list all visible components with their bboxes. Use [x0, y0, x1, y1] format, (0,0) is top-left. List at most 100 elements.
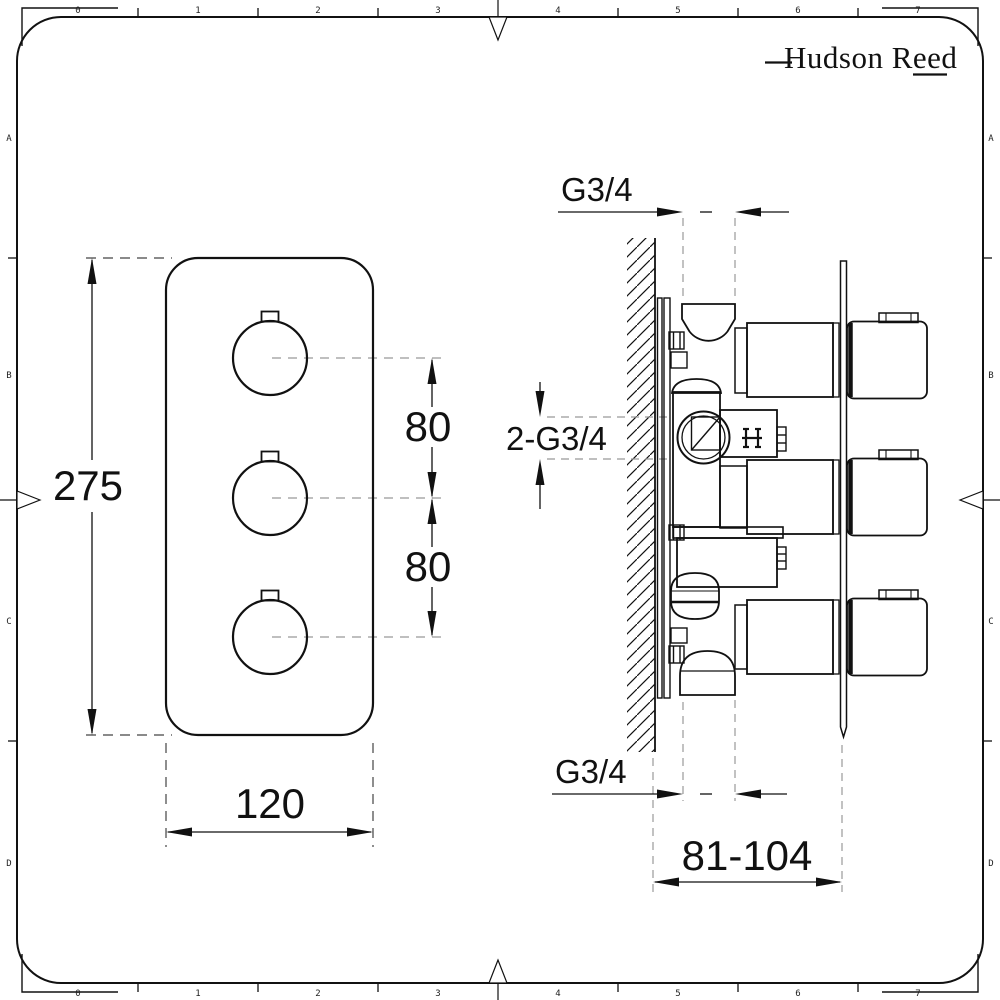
- cartridge-body: [746, 322, 834, 398]
- dim-label-81-104: 81-104: [682, 832, 813, 879]
- dim-label-80-bottom: 80: [405, 543, 452, 590]
- dim-label-2g34: 2-G3/4: [506, 420, 607, 457]
- dim-bottom-thread: G3/4: [552, 753, 787, 799]
- knob-bottom: [231, 589, 309, 676]
- dim-label-g34-bottom: G3/4: [555, 753, 627, 790]
- body-top-dome: [670, 378, 723, 394]
- handle-profile: [846, 597, 928, 677]
- body-side-fittings: [776, 426, 787, 570]
- wall-back-plate: [656, 297, 671, 699]
- wall-hatch: [627, 238, 655, 752]
- arrowhead-left: [166, 827, 192, 837]
- arrowhead-down: [535, 391, 545, 417]
- section-beam-symbol: [742, 427, 762, 449]
- bottom-ruler: 0 1 2 3 4 5 6 7: [75, 989, 920, 999]
- ruler-number: 7: [915, 6, 920, 16]
- knob-top: [231, 310, 309, 397]
- handle-middle: [846, 449, 928, 537]
- arrowhead-right: [657, 789, 683, 799]
- dim-spacing-80-bottom: 80: [405, 498, 452, 637]
- arrowhead-left: [653, 877, 679, 887]
- row-letter: D: [6, 859, 11, 869]
- cartridge-ridge: [832, 322, 840, 398]
- body-lower-block: [676, 537, 778, 588]
- row-letter: D: [988, 859, 993, 869]
- arrowhead-down: [427, 472, 437, 498]
- port-circle-outer: [676, 410, 731, 465]
- dim-label-g34-top: G3/4: [561, 171, 633, 208]
- ruler-number: 7: [915, 989, 920, 999]
- brand-logo: Hudson Reed: [765, 40, 957, 76]
- dim-top-thread: G3/4: [558, 171, 789, 217]
- right-row-labels: A B C D: [988, 134, 994, 869]
- dim-width-120: 120: [166, 780, 373, 837]
- row-letter: C: [988, 617, 993, 627]
- cartridge-body: [746, 459, 834, 535]
- row-letter: A: [988, 134, 994, 144]
- top-pipe-elbow: [681, 303, 736, 342]
- extension-dashed-lines: [86, 257, 374, 847]
- knob-indicator-tab: [260, 589, 280, 602]
- dim-spacing-80-top: 80: [405, 358, 452, 498]
- trim-plate: [164, 256, 375, 737]
- arrowhead-down: [87, 709, 97, 735]
- ruler-number: 3: [435, 6, 440, 16]
- handle-profile: [846, 320, 928, 400]
- dim-outlet-threads: 2-G3/4: [506, 382, 607, 509]
- row-letter: B: [988, 371, 993, 381]
- arrowhead-up: [427, 358, 437, 384]
- handle-clip: [878, 312, 919, 324]
- side-view: G3/4 2-G3/4 G3/4 81-104: [506, 171, 928, 892]
- cartridge-neck: [734, 604, 748, 670]
- handle-clip: [878, 589, 919, 601]
- ruler-number: 4: [555, 989, 560, 999]
- ruler-number: 3: [435, 989, 440, 999]
- top-ruler: 0 1 2 3 4 5 6 7: [75, 6, 920, 16]
- cartridge-neck: [734, 327, 748, 394]
- handle-top: [846, 312, 928, 400]
- front-view: 275 80 80 120: [53, 256, 452, 847]
- arrowhead-left: [735, 789, 761, 799]
- arrowhead-up: [535, 459, 545, 485]
- cartridge-top: [734, 322, 840, 398]
- bottom-pipe-elbow: [679, 650, 736, 696]
- left-row-labels: A B C D: [6, 134, 12, 869]
- arrowhead-right: [347, 827, 373, 837]
- cartridge-body: [746, 599, 834, 675]
- arrowhead-up: [427, 498, 437, 524]
- cartridge-bottom: [734, 599, 840, 675]
- dim-label-275: 275: [53, 462, 123, 509]
- ruler-number: 2: [315, 6, 320, 16]
- ruler-number: 6: [795, 6, 800, 16]
- dim-label-80-top: 80: [405, 403, 452, 450]
- ruler-number: 0: [75, 6, 80, 16]
- cartridge-ridge: [832, 599, 840, 675]
- knob-indicator-tab: [260, 450, 280, 463]
- ruler-number: 1: [195, 6, 200, 16]
- ruler-number: 5: [675, 6, 680, 16]
- arrowhead-left: [735, 207, 761, 217]
- ruler-number: 6: [795, 989, 800, 999]
- row-letter: C: [6, 617, 11, 627]
- dim-label-120: 120: [235, 780, 305, 827]
- handle-profile: [846, 457, 928, 537]
- ruler-number: 1: [195, 989, 200, 999]
- knob-middle: [231, 450, 309, 537]
- ruler-ticks: [8, 8, 992, 992]
- ruler-number: 5: [675, 989, 680, 999]
- handle-clip: [878, 449, 919, 461]
- corner-trim-marks: [21, 7, 979, 993]
- logo-text: Hudson Reed: [784, 40, 957, 75]
- row-letter: B: [6, 371, 11, 381]
- side-centerlines: [547, 218, 843, 892]
- mounting-plate: [839, 260, 848, 740]
- drawing-border: [16, 16, 984, 984]
- plate-fittings: [668, 331, 688, 664]
- port-square: [690, 416, 721, 451]
- ruler-number: 2: [315, 989, 320, 999]
- arrowhead-down: [427, 611, 437, 637]
